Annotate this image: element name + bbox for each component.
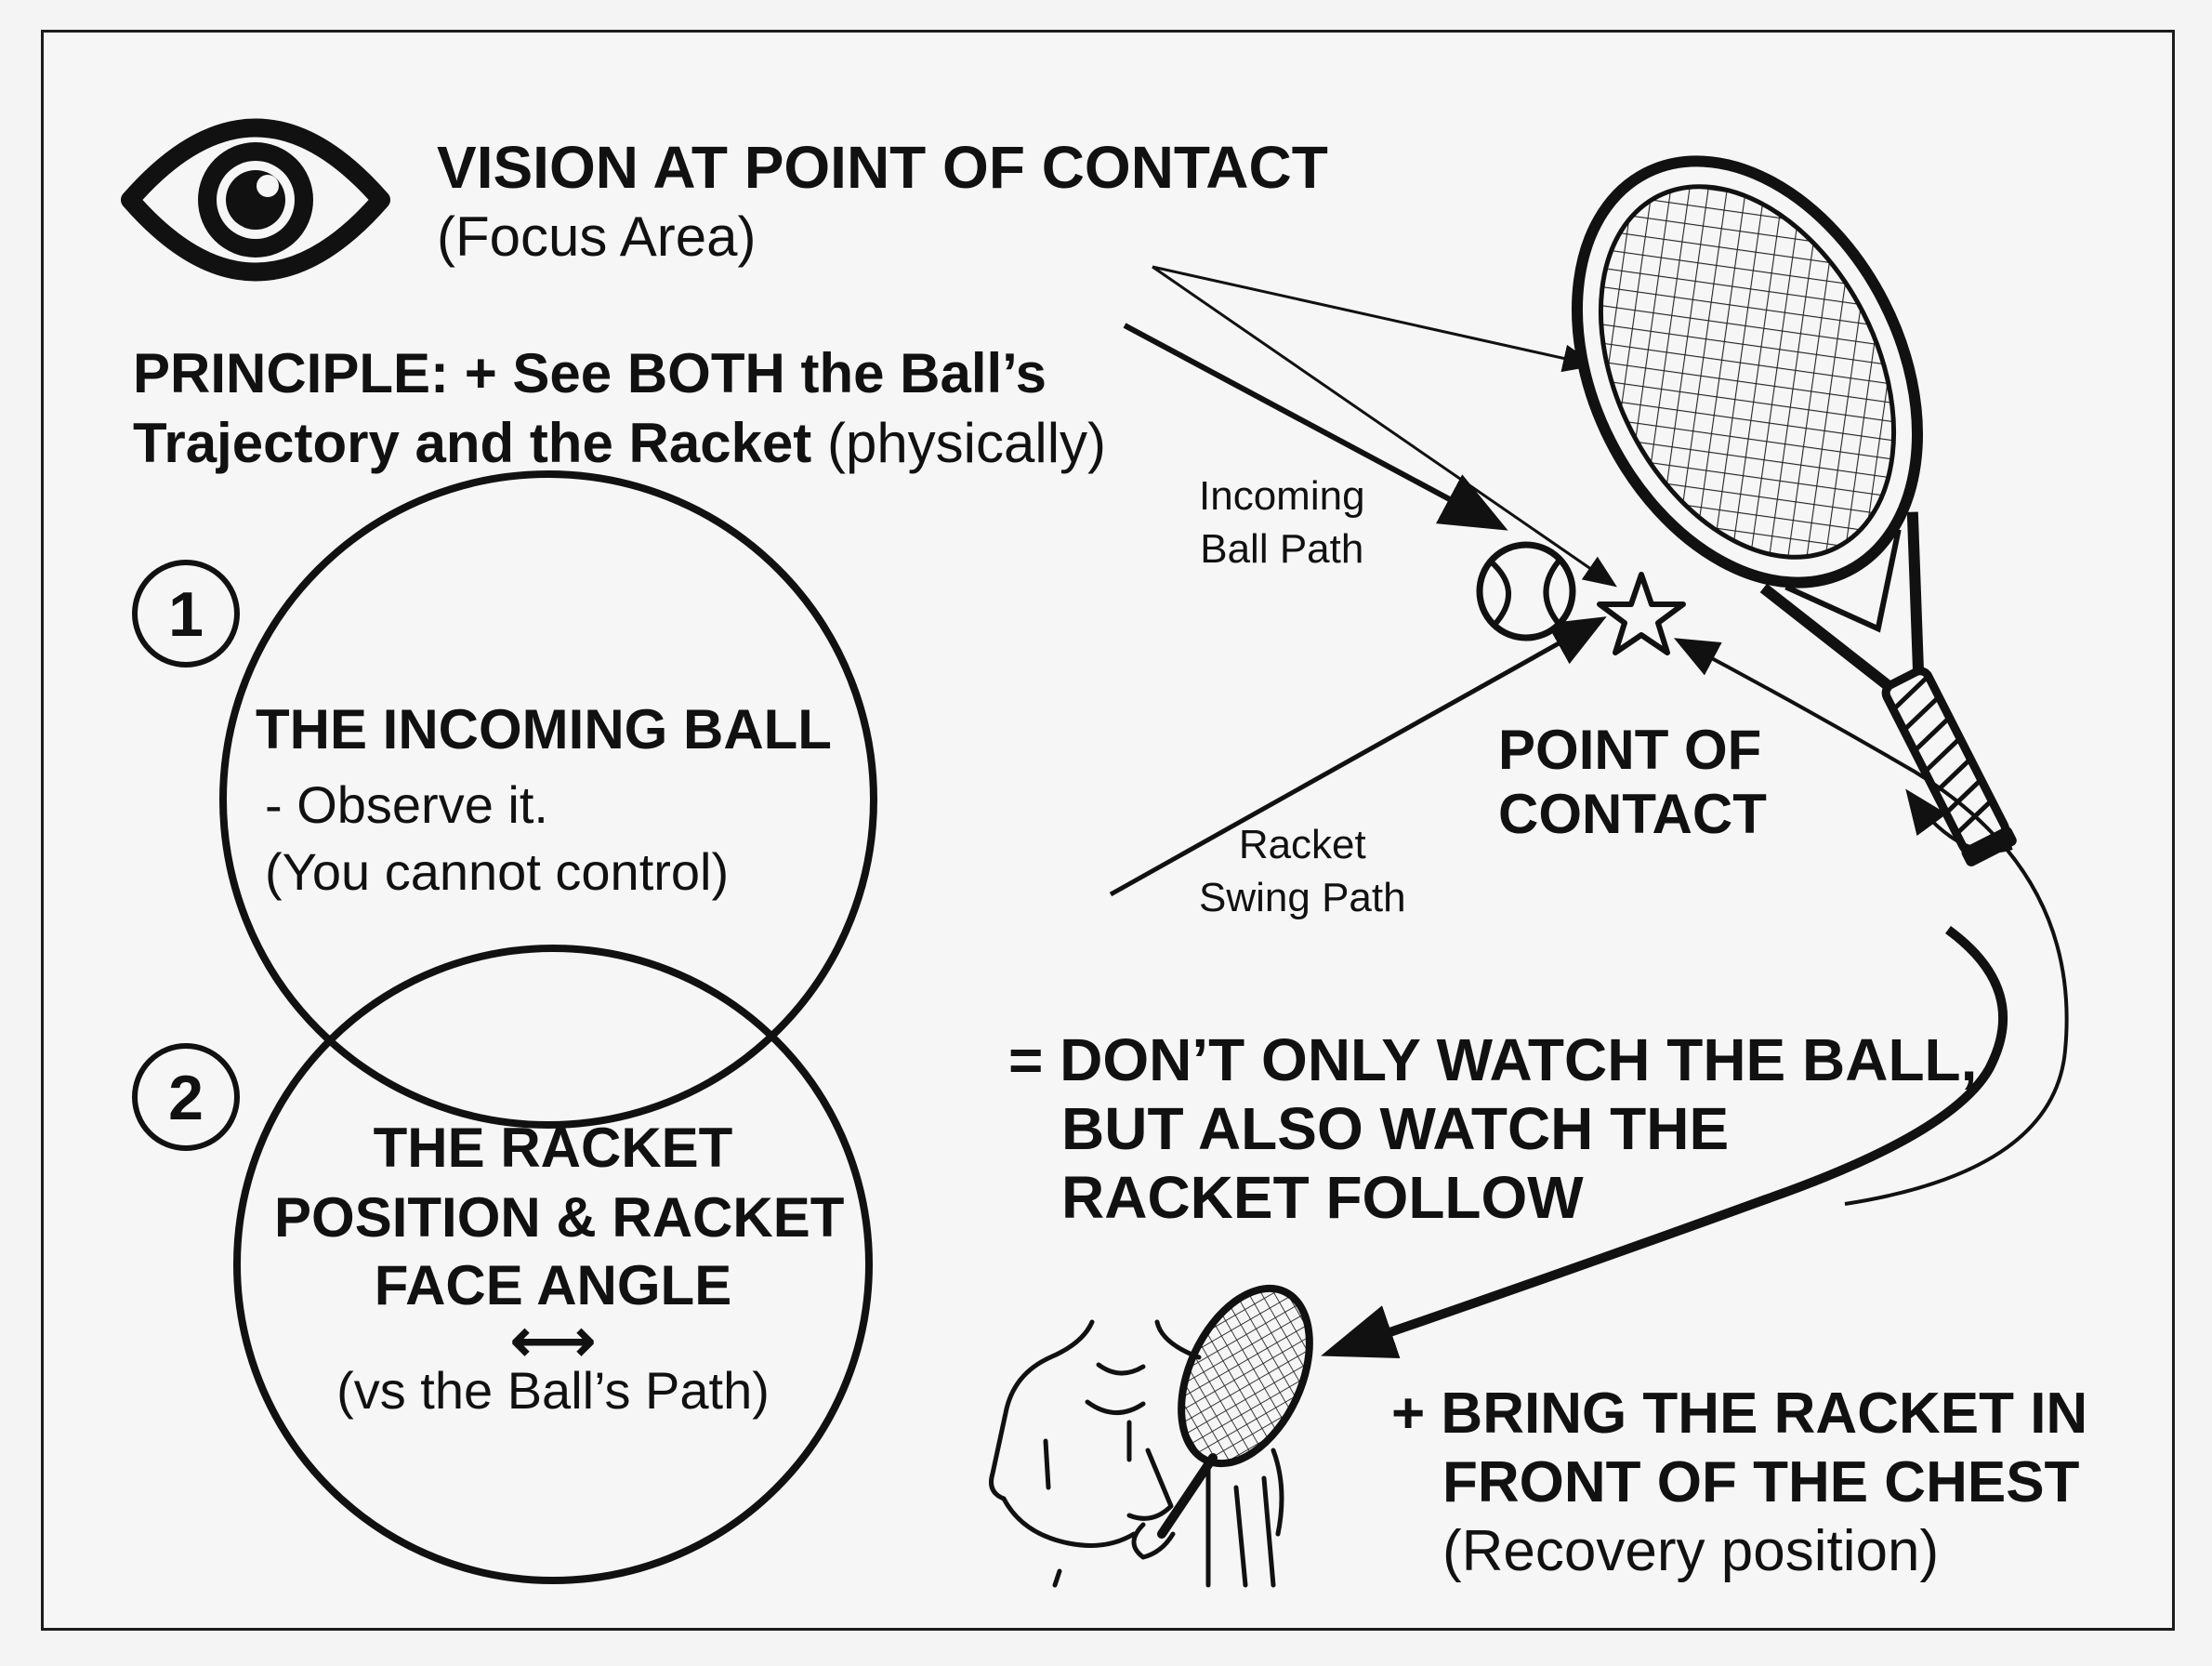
small-rotation-arrow <box>1905 788 2013 853</box>
callout-line-1: = DON’T ONLY WATCH THE BALL, <box>1008 1026 1978 1093</box>
callout-line-3: RACKET FOLLOW <box>1061 1164 1584 1231</box>
bring-line-2: FRONT OF THE CHEST <box>1442 1450 2080 1514</box>
circle2-heading-line-3: FACE ANGLE <box>374 1254 732 1316</box>
sightline-arrows <box>1152 265 1617 588</box>
point-of-contact-label: POINT OF CONTACT <box>1498 719 1767 845</box>
double-arrow-icon: ⟷ <box>510 1307 596 1374</box>
incoming-ball-path-label: Incoming Ball Path <box>1199 473 1365 573</box>
ball-circle <box>219 470 877 1129</box>
racket-circle <box>233 945 873 1584</box>
tennis-racket-icon <box>1572 155 2017 866</box>
circle2-heading-line-1: THE RACKET <box>373 1117 733 1179</box>
incoming-ball-path-arrow <box>1123 323 1508 531</box>
header-subtitle: (Focus Area) <box>437 205 757 268</box>
follow-through-arrow <box>1321 925 2008 1358</box>
racket-swing-path-arrow <box>1109 616 1607 897</box>
principle-line-1: PRINCIPLE: + See BOTH the Ball’s <box>133 342 1047 404</box>
tennis-ball-icon <box>1476 541 1576 641</box>
circle1-line-1: - Observe it. <box>265 775 548 834</box>
circle1-heading: THE INCOMING BALL <box>256 698 832 760</box>
header-title: VISION AT POINT OF CONTACT <box>437 134 1328 201</box>
principle-line-2-bold: Trajectory and the Racket <box>133 412 812 474</box>
number-1-label: 1 <box>168 579 204 650</box>
racket-swing-path-label: Racket Swing Path <box>1199 822 1406 921</box>
bring-line-1: + BRING THE RACKET IN <box>1391 1382 2088 1446</box>
number-2-label: 2 <box>168 1063 204 1133</box>
circle2-heading-line-2: POSITION & RACKET <box>274 1186 845 1249</box>
principle-line-2: Trajectory and the Racket (physically) <box>133 416 1106 471</box>
principle-line-2-rest: (physically) <box>811 412 1107 474</box>
player-figure-icon <box>989 1284 1313 1588</box>
star-icon <box>1597 572 1686 655</box>
bring-note: (Recovery position) <box>1442 1519 1940 1583</box>
callout-line-2: BUT ALSO WATCH THE <box>1061 1095 1730 1162</box>
follow-path-arrow <box>1673 638 2069 1206</box>
eye-icon <box>121 118 390 282</box>
number-badge-2 <box>132 1043 240 1151</box>
number-badge-1 <box>132 560 240 668</box>
circle2-line: (vs the Ball’s Path) <box>336 1361 770 1420</box>
circle1-line-2: (You cannot control) <box>265 842 730 901</box>
